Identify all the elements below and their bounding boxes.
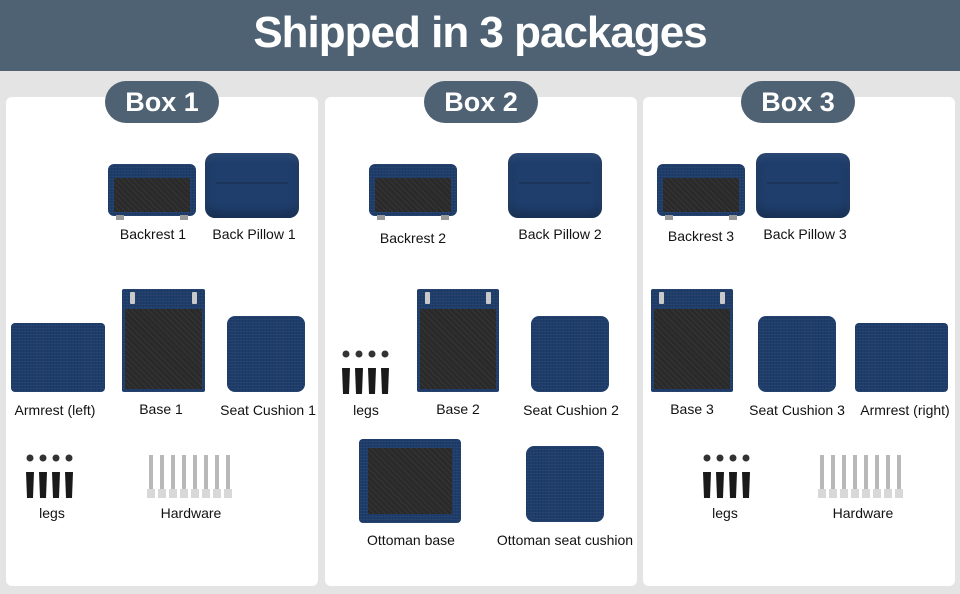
legs-1-label: legs <box>39 505 65 521</box>
base-3-label: Base 3 <box>670 401 714 417</box>
hardware-3-image <box>817 455 907 501</box>
legs-3-svg <box>703 454 750 498</box>
box-3-title: Box 3 <box>741 81 855 123</box>
hardware-1-svg <box>147 455 232 498</box>
page-title: Shipped in 3 packages <box>253 8 707 57</box>
seat-cushion-2-label: Seat Cushion 2 <box>523 402 619 418</box>
base-1-image <box>122 289 205 392</box>
ottoman-base-image <box>359 439 461 523</box>
seat-cushion-3-image <box>758 316 836 392</box>
backrest-2-image <box>369 164 457 220</box>
header-banner <box>0 0 960 71</box>
legs-2-image <box>340 350 392 396</box>
base-3-image <box>651 289 733 392</box>
ottoman-base-label: Ottoman base <box>367 532 455 548</box>
back-pillow-3-image <box>756 153 850 218</box>
box-2-title: Box 2 <box>424 81 538 123</box>
back-pillow-3-label: Back Pillow 3 <box>763 226 847 242</box>
backrest-1-image <box>108 164 196 220</box>
backrest-3-label: Backrest 3 <box>667 228 735 244</box>
box-1-title: Box 1 <box>105 81 219 123</box>
base-1-label: Base 1 <box>139 401 183 417</box>
ottoman-seat-cushion-image <box>526 446 604 522</box>
hardware-3-svg <box>818 455 903 498</box>
backrest-1-label: Backrest 1 <box>119 226 187 242</box>
hardware-1-image <box>146 455 236 501</box>
armrest-right-label: Armrest (right) <box>860 402 950 418</box>
armrest-right-image <box>855 323 948 392</box>
seat-cushion-3-label: Seat Cushion 3 <box>749 402 845 418</box>
base-2-label: Base 2 <box>436 401 480 417</box>
seat-cushion-2-image <box>531 316 609 392</box>
legs-1-svg <box>26 454 73 498</box>
back-pillow-1-label: Back Pillow 1 <box>212 226 296 242</box>
seat-cushion-1-label: Seat Cushion 1 <box>220 402 316 418</box>
back-pillow-1-image <box>205 153 299 218</box>
back-pillow-2-label: Back Pillow 2 <box>518 226 602 242</box>
seat-cushion-1-image <box>227 316 305 392</box>
legs-2-label: legs <box>353 402 379 418</box>
legs-3-label: legs <box>712 505 738 521</box>
legs-2-svg <box>342 350 389 394</box>
armrest-left-image <box>11 323 105 392</box>
hardware-1-label: Hardware <box>160 505 222 521</box>
hardware-3-label: Hardware <box>832 505 894 521</box>
legs-1-image <box>24 454 76 500</box>
legs-3-image <box>701 454 753 500</box>
armrest-left-label: Armrest (left) <box>14 402 96 418</box>
back-pillow-2-image <box>508 153 602 218</box>
ottoman-seat-cushion-label: Ottoman seat cushion <box>496 532 634 548</box>
base-2-image <box>417 289 499 392</box>
backrest-2-label: Backrest 2 <box>379 230 447 246</box>
backrest-3-image <box>657 164 745 220</box>
